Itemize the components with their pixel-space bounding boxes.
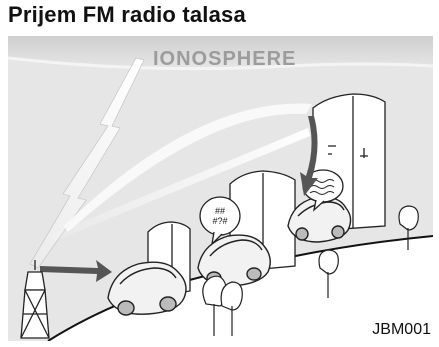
reflected-arrow [300, 116, 318, 196]
radio-tower-icon [20, 260, 50, 339]
signal-beam [48, 103, 312, 242]
tree-icon [202, 205, 419, 336]
static-noise-bubble-icon: ## #?# [199, 196, 241, 246]
diagram-canvas: ## #?# [8, 36, 433, 341]
ionosphere-label: IONOSPHERE [153, 48, 297, 70]
signal-bolt-icon [29, 57, 145, 269]
figure-code: JBM001 [372, 321, 431, 338]
svg-text:##: ## [215, 206, 225, 216]
signal-arrow [40, 260, 112, 282]
ionosphere-band [8, 36, 433, 71]
diagram-panel: ## #?# [8, 36, 433, 341]
svg-text:#?#: #?# [212, 216, 227, 226]
page-title: Prijem FM radio talasa [8, 2, 246, 27]
